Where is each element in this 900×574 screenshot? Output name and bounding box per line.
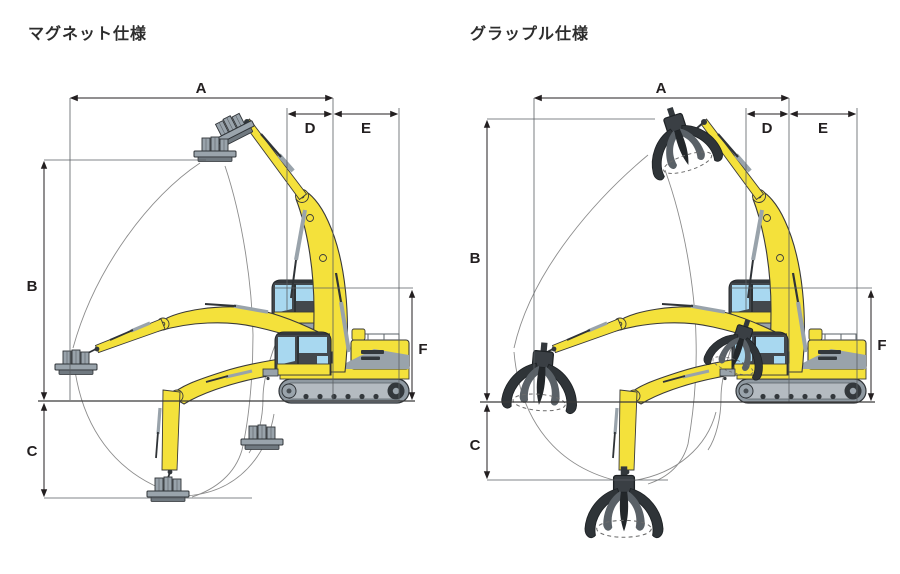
magnet-diagram: A D E B C F (27, 80, 428, 502)
dim-label-b: B (470, 250, 481, 267)
grapple-max-depth (584, 465, 664, 539)
dim-label-c: C (27, 443, 38, 460)
machine-grapple-spec (541, 119, 866, 478)
dim-label-e: E (361, 120, 371, 137)
dim-label-f: F (877, 337, 886, 354)
grapple-diagram: A D E B C F (470, 80, 887, 539)
dimension-labels: A D E B C F (470, 80, 887, 454)
dim-label-d: D (762, 120, 773, 137)
dim-label-f: F (418, 341, 427, 358)
dim-label-a: A (656, 80, 667, 97)
dimension-lines (38, 94, 416, 499)
grapple-spec-title: グラップル仕様 (470, 26, 590, 43)
dim-label-b: B (27, 278, 38, 295)
dimension-lines (480, 94, 875, 481)
dim-label-e: E (818, 120, 828, 137)
grapple-raised-position (635, 96, 726, 183)
dim-label-c: C (470, 437, 481, 454)
dim-label-d: D (305, 120, 316, 137)
dimension-labels: A D E B C F (27, 80, 428, 460)
grapple-max-reach (500, 338, 583, 415)
dim-label-a: A (196, 80, 207, 97)
magnet-spec-title: マグネット仕様 (28, 26, 148, 43)
magnet-below-ground (240, 424, 284, 450)
magnet-max-reach (54, 349, 98, 375)
